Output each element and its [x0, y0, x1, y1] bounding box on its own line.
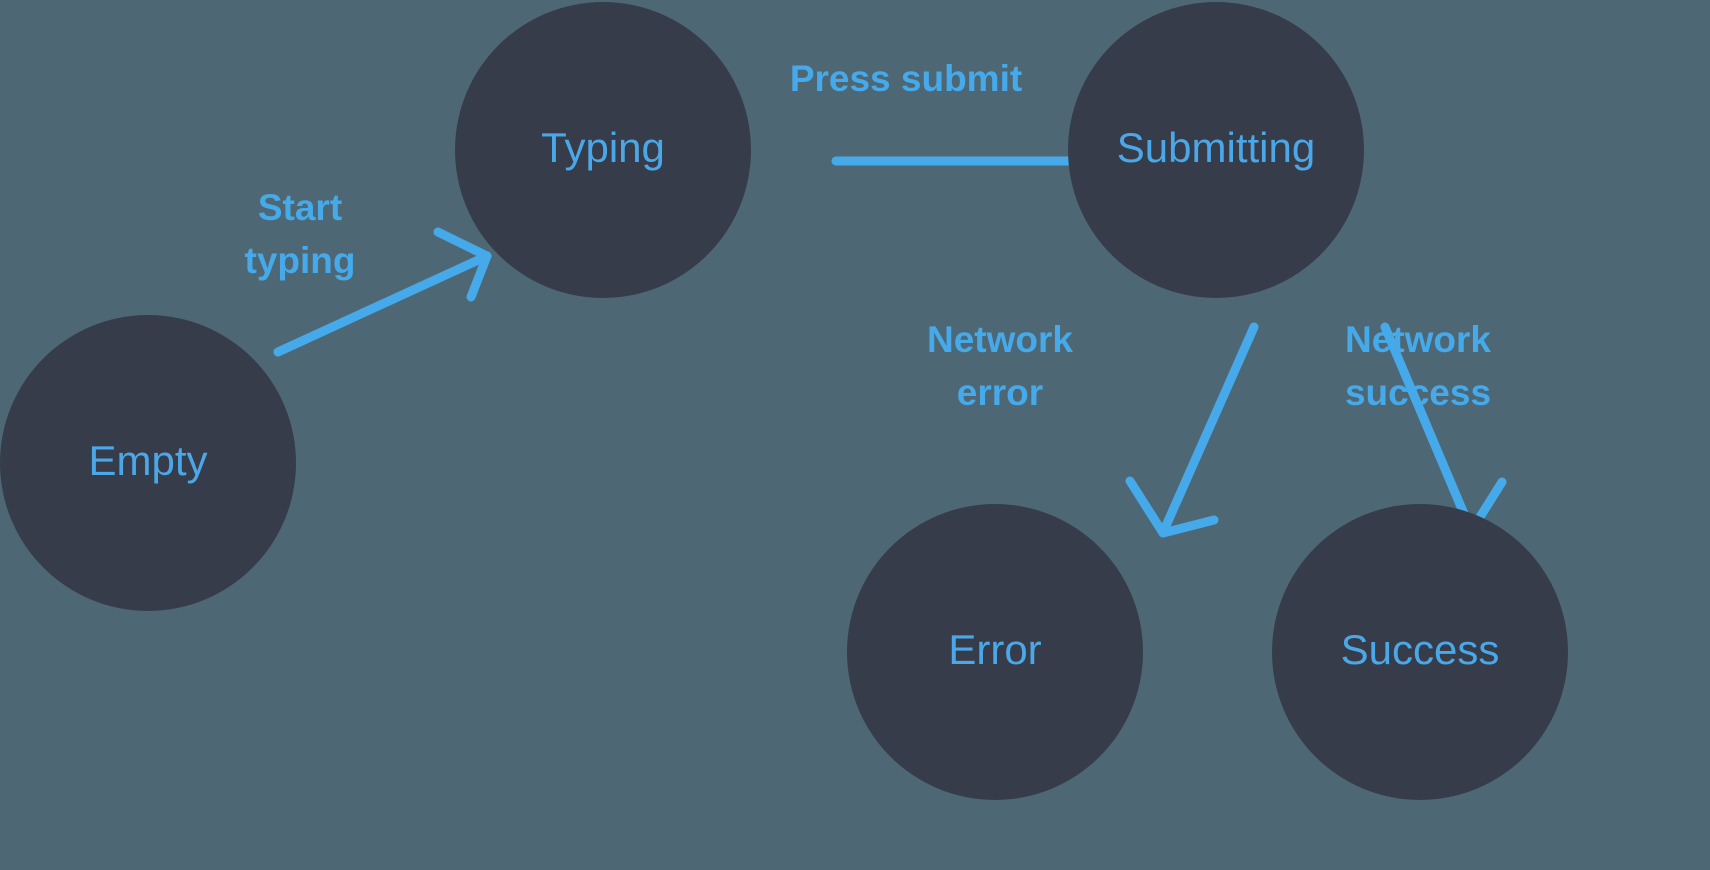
transition-label-line: error: [957, 372, 1043, 413]
transition-label-line: Start: [258, 187, 342, 228]
state-circle: [1068, 2, 1364, 298]
state-label: Typing: [541, 124, 665, 171]
transition-label-line: Press submit: [790, 58, 1022, 99]
state-circle: [847, 504, 1143, 800]
transition-label: Network error: [927, 319, 1073, 413]
transition-line: [1380, 322, 1475, 533]
state-circle: [455, 2, 751, 298]
arrowhead-icon: [1125, 476, 1219, 538]
transition-label-line: Network: [1345, 319, 1491, 360]
transition-label: Network success: [1345, 319, 1491, 413]
transition-label-line: typing: [245, 240, 356, 281]
state-label: Empty: [88, 437, 207, 484]
transition-label: Press submit: [790, 58, 1022, 99]
state-label: Error: [948, 626, 1041, 673]
state-node-error[interactable]: Error: [847, 504, 1143, 800]
state-node-submitting[interactable]: Submitting: [1068, 2, 1364, 298]
state-node-success[interactable]: Success: [1272, 504, 1568, 800]
state-node-typing[interactable]: Typing: [455, 2, 751, 298]
transition-empty-to-typing[interactable]: Start typing: [245, 187, 492, 357]
transition-label: Start typing: [245, 187, 356, 281]
transition-label-line: success: [1345, 372, 1491, 413]
state-circle: [1272, 504, 1568, 800]
state-label: Submitting: [1117, 124, 1315, 171]
state-node-empty[interactable]: Empty: [0, 315, 296, 611]
transition-submitting-to-error[interactable]: Network error: [927, 319, 1259, 538]
transition-line: [1160, 322, 1259, 533]
transition-line: [273, 251, 492, 357]
state-circle: [0, 315, 296, 611]
state-label: Success: [1341, 626, 1500, 673]
transition-submitting-to-success[interactable]: Network success: [1345, 319, 1507, 538]
arrowhead-icon: [433, 227, 492, 302]
transition-label-line: Network: [927, 319, 1073, 360]
